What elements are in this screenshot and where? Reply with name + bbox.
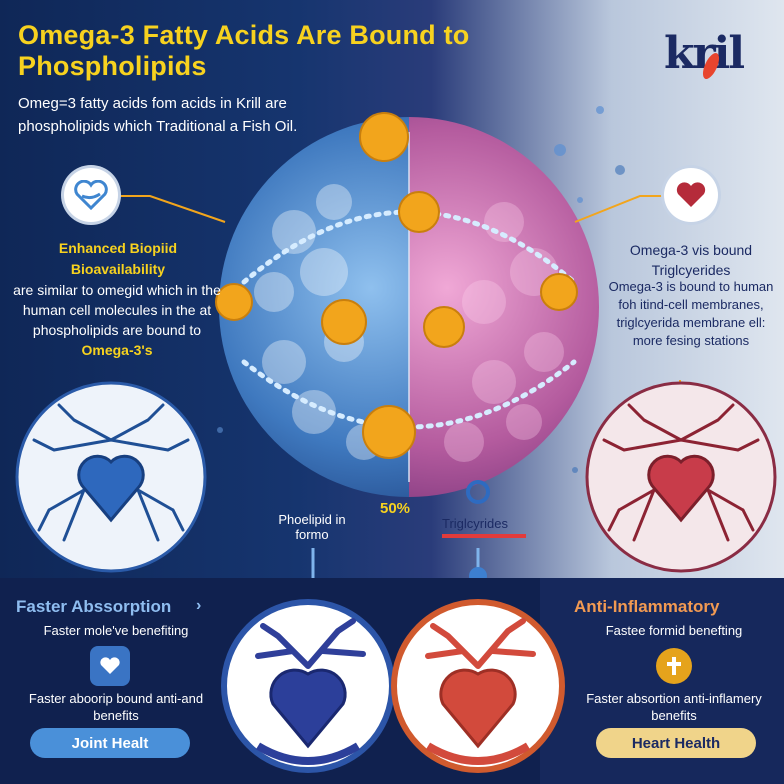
faster-absorption-title: Faster Abssorption [16,597,172,616]
cell-comparison-diagram [215,112,599,497]
blue-heart-illustration [15,381,207,573]
phospholipid-label: Phoelipid in formo [278,512,346,542]
right-heading: Omega-3 vis bound Triglcyerides [629,242,753,278]
left-body: are similar to omegid which in the human… [12,280,222,360]
blue-heart-icon [77,454,145,523]
anti-inflammatory-subtitle: Fastee formid benefting [605,623,743,638]
triglyceride-bar [442,534,526,538]
red-heart-icon [647,454,715,523]
joint-health-pill[interactable]: Joint Healt [30,728,190,758]
percent-label: 50% [380,500,411,517]
heart-badge [664,168,718,222]
anti-inflammatory-text: Faster absortion anti-inflamery benefits [586,691,762,723]
red-anatomical-heart [391,599,565,773]
blue-anatomical-heart [221,599,395,773]
left-body-highlight: Omega-3's [81,342,153,358]
right-body: Omega-3 is bound to human foh itind-cell… [608,279,774,348]
left-body-text: are similar to omegid which in the human… [13,282,221,338]
left-heading: Enhanced Biopiid Bioavailability [58,240,178,277]
anti-inflammatory-title: Anti-Inflammatory [574,597,720,616]
intro-text: Omeg=3 fatty acids fom acids in Krill ar… [18,95,298,135]
heart-icon [676,182,706,207]
phospholipid-cell [219,117,409,497]
chevron-right-icon: › [196,597,202,614]
triglyceride-label: Triglcyrides [442,516,508,531]
faster-absorption-text: Faster aboorip bound anti-and benefits [28,691,204,723]
heart-shield-icon [74,180,108,210]
cross-icon [656,648,692,684]
triglyceride-cell [409,117,599,497]
red-heart-illustration [585,381,777,573]
faster-absorption-subtitle: Faster mole've benefiting [43,623,189,638]
heart-shield-badge [64,168,118,222]
page-title: Omega-3 Fatty Acids Are Bound to Phospho… [18,20,470,81]
shield-heart-icon [90,646,130,686]
heart-health-pill[interactable]: Heart Health [596,728,756,758]
